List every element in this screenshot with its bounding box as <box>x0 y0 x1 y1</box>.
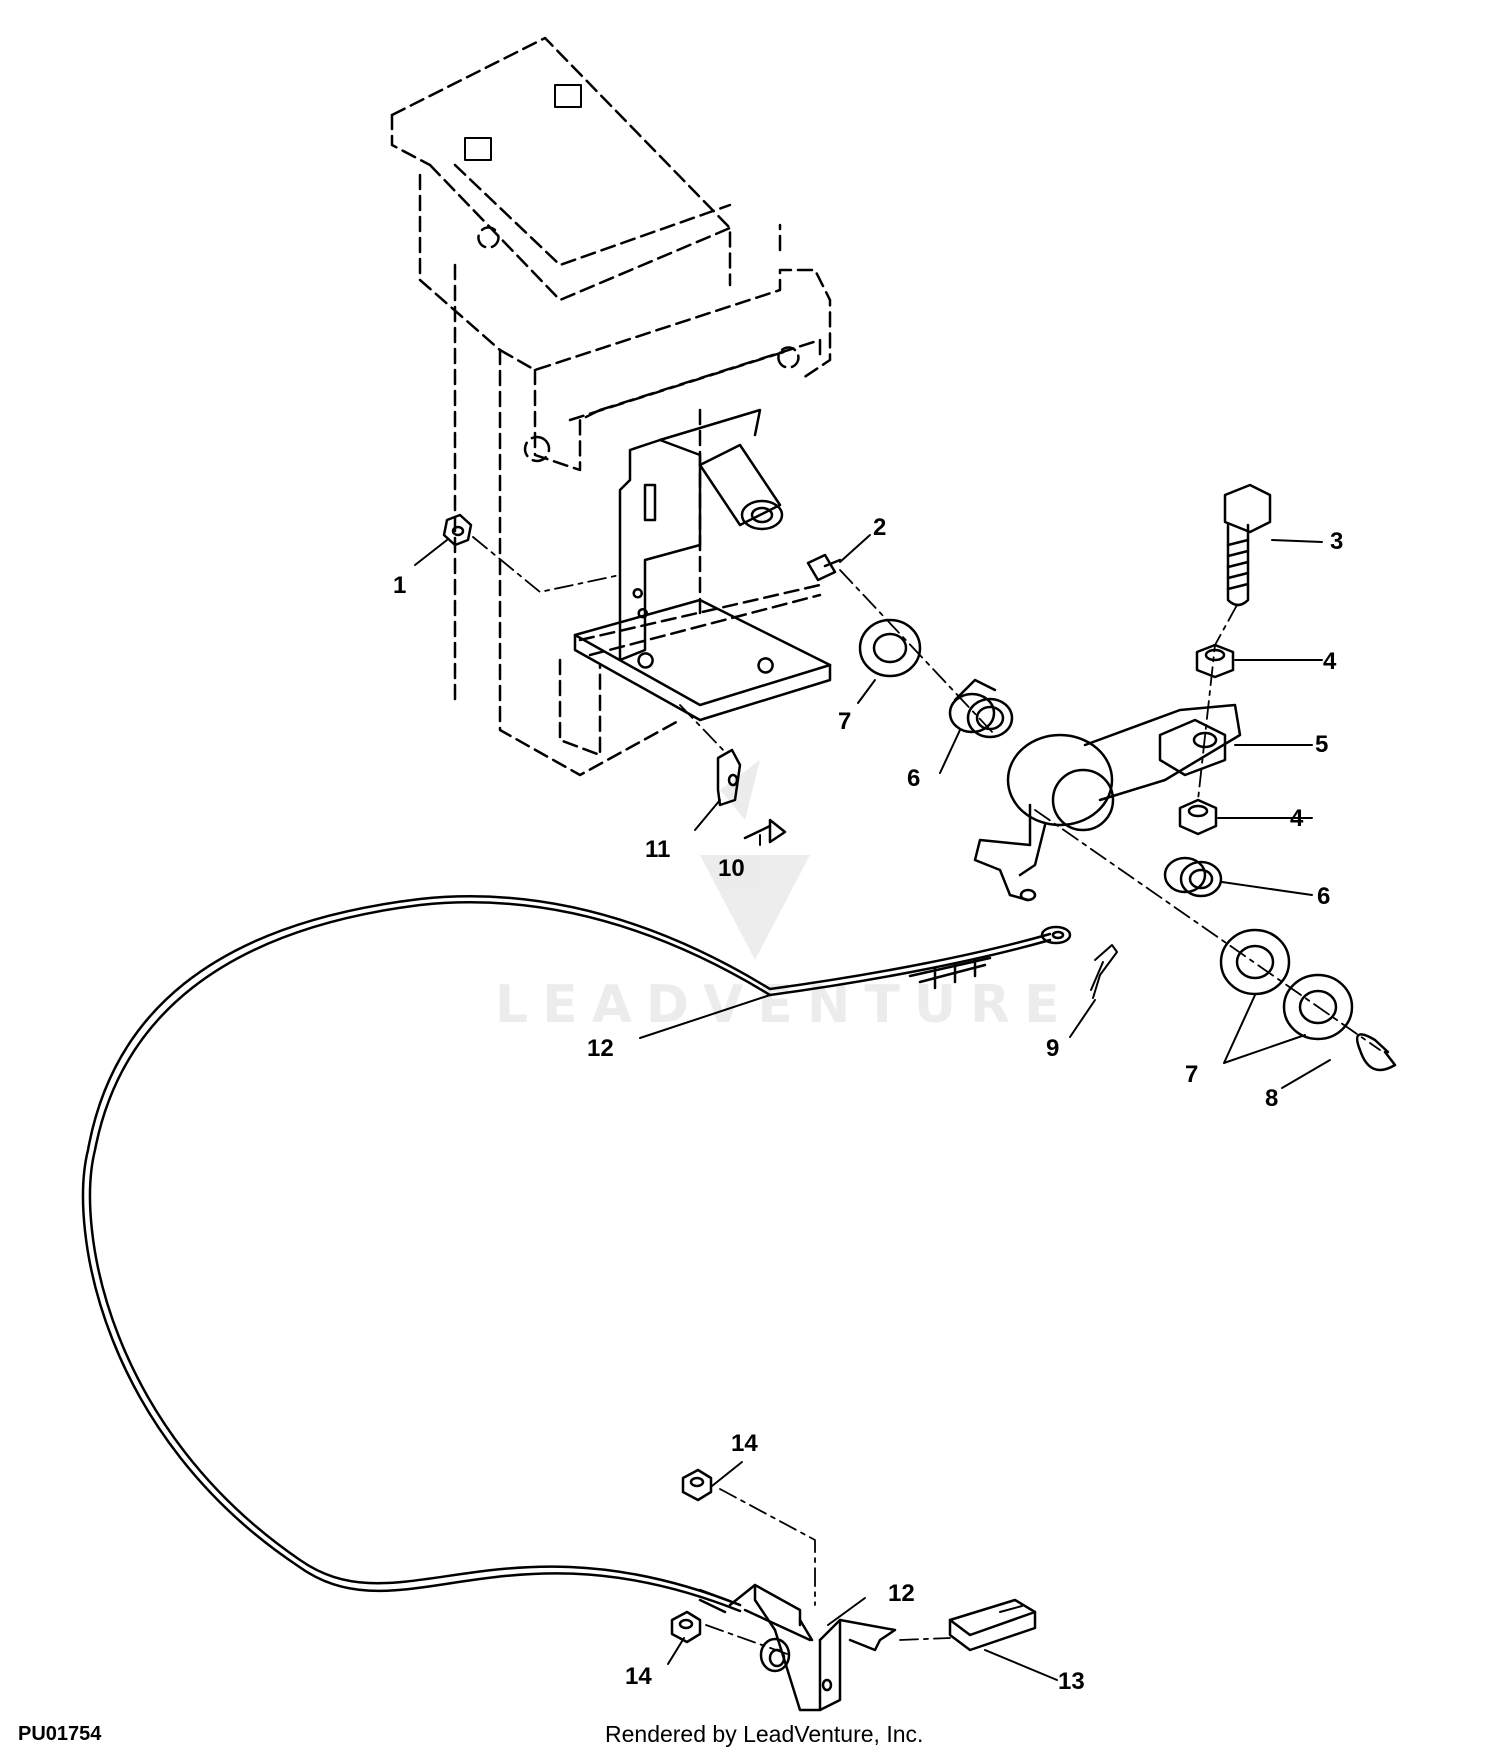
part-2-grease-fitting <box>806 553 842 582</box>
part-13-handle <box>948 1598 1037 1652</box>
part-6-bushing-upper <box>948 678 1014 739</box>
callout-13: 13 <box>1058 1668 1085 1695</box>
callout-5: 5 <box>1315 731 1329 758</box>
callout-9: 9 <box>1046 1035 1060 1062</box>
pedal-marking <box>464 84 582 161</box>
part-7-washer-upper <box>858 618 922 678</box>
leader-lines <box>414 534 1331 1681</box>
callout-4-lower: 4 <box>1290 805 1304 832</box>
part-14-nut-lower <box>670 1610 702 1644</box>
pedal-bracket <box>390 36 832 777</box>
figure-id: PU01754 <box>18 1723 102 1745</box>
part-14-nut-upper <box>681 1468 713 1502</box>
mounting-plate <box>573 408 832 722</box>
callout-6-upper: 6 <box>907 765 921 792</box>
callout-14-lower: 14 <box>625 1663 652 1690</box>
part-4-nut-lower <box>1178 798 1218 836</box>
part-8-clip <box>1355 1033 1397 1072</box>
part-10-screw <box>743 818 787 844</box>
callout-1: 1 <box>393 572 407 599</box>
part-12-bracket <box>728 1583 897 1712</box>
part-11-clamp <box>716 748 742 807</box>
callout-7-lower: 7 <box>1185 1061 1199 1088</box>
callout-8: 8 <box>1265 1085 1279 1112</box>
callout-7-upper: 7 <box>838 708 852 735</box>
callout-10: 10 <box>718 855 745 882</box>
part-1-nut <box>442 513 473 547</box>
part-7-washer-lower-a <box>1219 928 1291 996</box>
callout-3: 3 <box>1330 528 1344 555</box>
watermark-logo <box>700 760 810 960</box>
watermark-text: LEADVENTURE <box>495 975 1074 1035</box>
part-7-washer-lower-b <box>1282 973 1354 1041</box>
callout-6-lower: 6 <box>1317 883 1331 910</box>
part-5-pedal-arm <box>973 703 1242 902</box>
part-3-bolt <box>1223 483 1272 607</box>
part-9-cotter-pin <box>1090 944 1118 999</box>
callout-12-cable: 12 <box>587 1035 614 1062</box>
centerlines <box>472 536 1381 1656</box>
callout-12-bracket: 12 <box>888 1580 915 1607</box>
callout-14-upper: 14 <box>731 1430 758 1457</box>
callout-4-upper: 4 <box>1323 648 1337 675</box>
callout-2: 2 <box>873 514 887 541</box>
footer-credit: Rendered by LeadVenture, Inc. <box>605 1721 924 1747</box>
part-6-bushing-lower <box>1163 856 1223 898</box>
callout-11: 11 <box>645 836 671 863</box>
pivot-shaft <box>698 443 784 531</box>
